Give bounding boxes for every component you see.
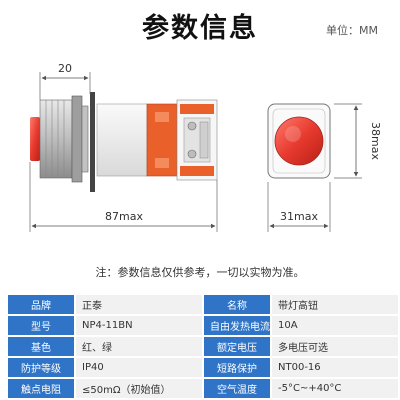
dim-head-depth-label: 20 — [58, 62, 72, 75]
contact-block-body — [96, 103, 148, 177]
dim-total-length: 87max — [29, 162, 218, 232]
terminal-screw-top — [187, 121, 197, 131]
dim-front-height-label: 38max — [369, 122, 382, 160]
bezel-barrel — [39, 99, 73, 179]
spec-value: 正泰 — [76, 295, 202, 314]
spec-key: 空气温度 — [204, 379, 270, 398]
front-view — [267, 103, 331, 179]
disclaimer-note: 注：参数信息仅供参考，一切以实物为准。 — [95, 266, 305, 279]
spec-value: 多电压可选 — [272, 337, 398, 356]
dim-total-length-label: 87max — [105, 210, 143, 223]
spec-key: 基色 — [8, 337, 74, 356]
spec-value: NT00-16 — [272, 358, 398, 377]
button-cap-side — [30, 117, 40, 161]
dim-front-height: 38max — [334, 103, 382, 179]
spec-value: 10A — [272, 316, 398, 335]
table-row: 型号 NP4-11BN 自由发热电流 10A — [8, 316, 398, 335]
table-row: 基色 红、绿 额定电压 多电压可选 — [8, 337, 398, 356]
spec-key: 额定电压 — [204, 337, 270, 356]
spec-value: -5°C~+40°C — [272, 379, 398, 398]
dim-front-width-label: 31max — [280, 210, 318, 223]
spec-key: 防护等级 — [8, 358, 74, 377]
spec-key: 自由发热电流 — [204, 316, 270, 335]
spec-value: NP4-11BN — [76, 316, 202, 335]
table-row: 品牌 正泰 名称 带灯高钮 — [8, 295, 398, 314]
spec-key: 型号 — [8, 316, 74, 335]
spec-value: 带灯高钮 — [272, 295, 398, 314]
spec-value: IP40 — [76, 358, 202, 377]
spec-value: ≤50mΩ（初始值） — [76, 379, 202, 398]
spec-key: 名称 — [204, 295, 270, 314]
spec-key: 触点电阻 — [8, 379, 74, 398]
table-row: 触点电阻 ≤50mΩ（初始值） 空气温度 -5°C~+40°C — [8, 379, 398, 398]
mounting-panel — [90, 92, 95, 192]
side-view — [30, 92, 218, 192]
spec-key: 品牌 — [8, 295, 74, 314]
table-row: 防护等级 IP40 短路保护 NT00-16 — [8, 358, 398, 377]
front-button-face — [274, 116, 324, 166]
spec-table: 品牌 正泰 名称 带灯高钮 型号 NP4-11BN 自由发热电流 10A 基色 … — [6, 293, 400, 400]
technical-drawing: 20 87max 31max 38max — [29, 62, 382, 232]
dim-front-width: 31max — [267, 182, 331, 232]
terminal-screw-bottom — [187, 149, 197, 159]
page-title: 参数信息 — [142, 13, 258, 44]
unit-label: 单位：MM — [326, 24, 378, 37]
spec-key: 短路保护 — [204, 358, 270, 377]
spec-value: 红、绿 — [76, 337, 202, 356]
dim-head-depth: 20 — [39, 62, 91, 100]
mounting-nut — [71, 95, 83, 183]
